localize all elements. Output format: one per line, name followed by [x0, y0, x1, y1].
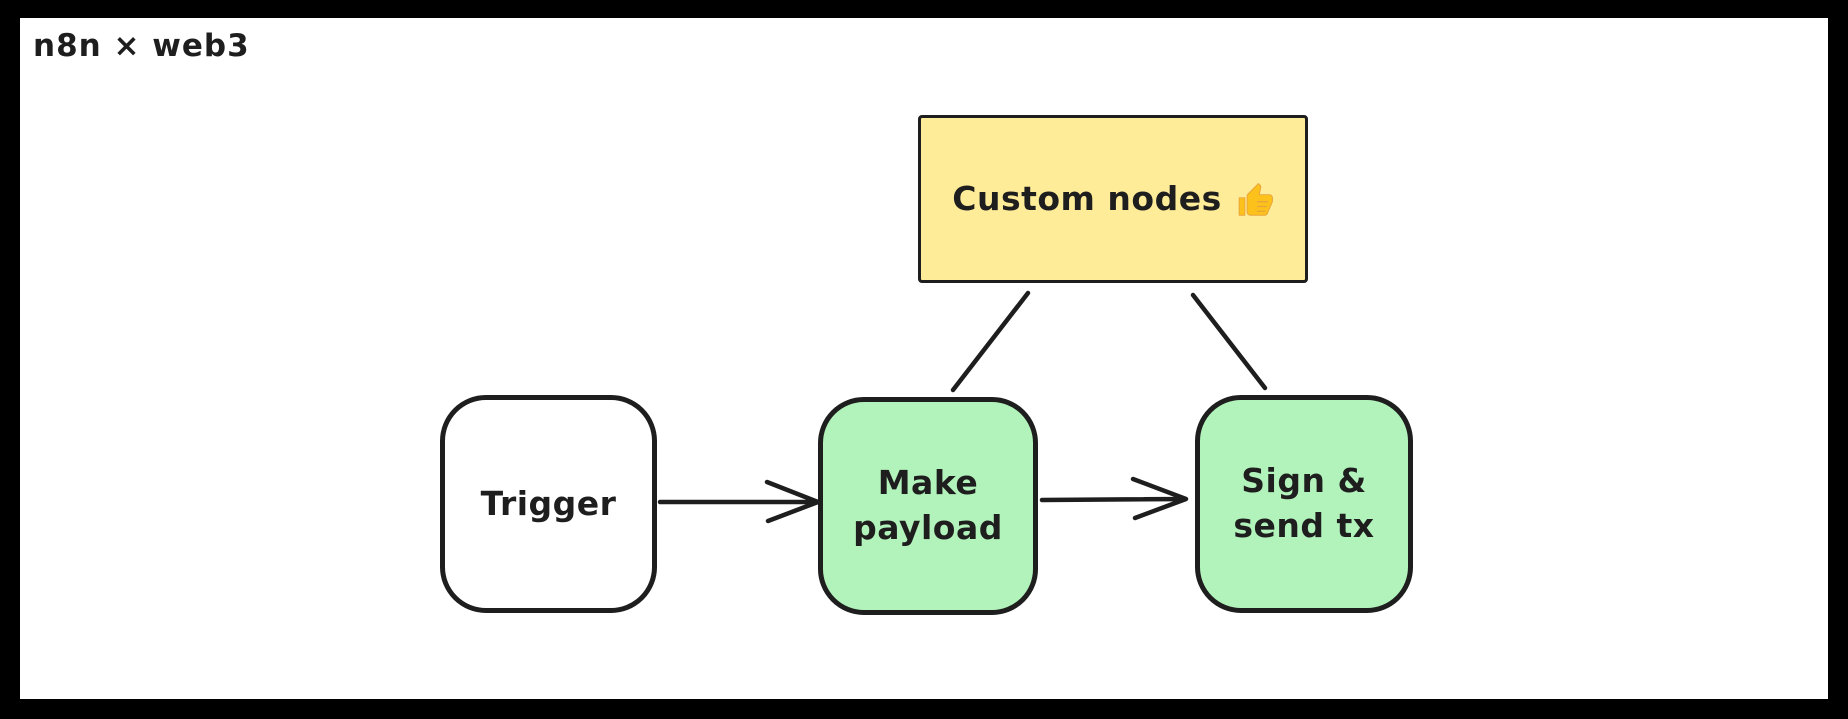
- diagram-title: n8n × web3: [33, 28, 250, 64]
- node-sign-send-tx-label: Sign & send tx: [1233, 461, 1375, 545]
- thumbs-up-icon: [1238, 182, 1273, 216]
- arrow-trigger-to-make-payload: [657, 479, 821, 524]
- node-custom-nodes-label: Custom nodes: [952, 178, 1222, 218]
- node-trigger-label: Trigger: [480, 483, 617, 523]
- whiteboard-canvas: n8n × web3 Custom nodes Trigger Make pay…: [20, 18, 1828, 699]
- node-custom-nodes: Custom nodes: [918, 115, 1308, 283]
- node-sign-send-tx: Sign & send tx: [1195, 395, 1413, 613]
- node-make-payload-label: Make payload: [853, 463, 1003, 547]
- connector-custom-nodes-to-make-payload: [950, 290, 1031, 393]
- node-trigger: Trigger: [440, 395, 657, 613]
- node-make-payload: Make payload: [818, 397, 1038, 615]
- arrow-make-payload-to-sign-send-tx: [1039, 476, 1189, 521]
- connector-custom-nodes-to-sign-send-tx: [1190, 292, 1268, 391]
